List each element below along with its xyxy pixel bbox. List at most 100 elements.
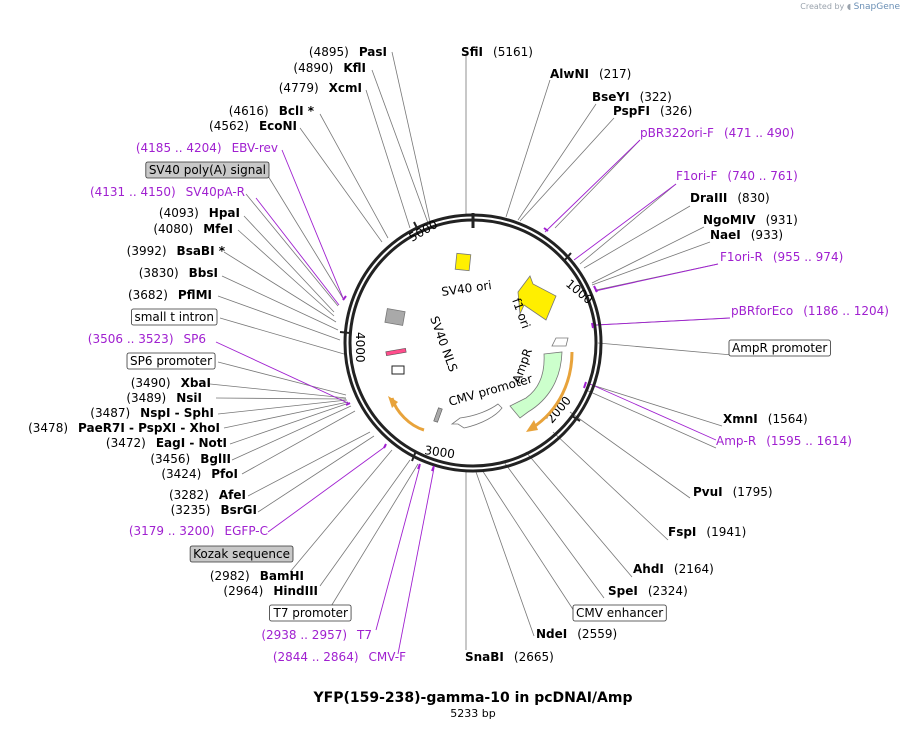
feature-box-small-t-intron bbox=[131, 308, 218, 326]
enzyme-pos-pspfi: (326) bbox=[660, 104, 692, 118]
primer-range-pbrforeco: (1186 .. 1204) bbox=[803, 304, 889, 318]
ampr-promoter-arrow bbox=[551, 337, 569, 347]
feature-small-t-intron: small t intron bbox=[134, 310, 214, 324]
enzyme-pflmi: PflMI bbox=[178, 288, 212, 302]
primer-range-f1ori-r: (955 .. 974) bbox=[773, 250, 843, 264]
credit-brand: SnapGene bbox=[853, 2, 900, 12]
enzyme-pos-ndei: (2559) bbox=[577, 627, 617, 641]
enzyme-bamhi: BamHI bbox=[260, 569, 304, 583]
enzyme-draiii: DraIII bbox=[690, 191, 727, 205]
enzyme-pos-bglii: (3456) bbox=[150, 452, 190, 466]
sv40-ori-block bbox=[454, 252, 472, 272]
enzyme-pos-afei: (3282) bbox=[169, 488, 209, 502]
enzyme-xmni: XmnI bbox=[723, 412, 758, 426]
enzyme-bsrgi: BsrGI bbox=[220, 503, 257, 517]
enzyme-pfoi: PfoI bbox=[211, 467, 238, 481]
enzyme-xcmi: XcmI bbox=[329, 81, 362, 95]
enzyme-xbai: XbaI bbox=[181, 376, 211, 390]
primer-f1ori-r: F1ori-R bbox=[720, 250, 763, 264]
feature-box-t7-promoter bbox=[269, 604, 352, 622]
enzyme-bglii: BglII bbox=[200, 452, 231, 466]
enzyme-hindiii: HindIII bbox=[273, 584, 318, 598]
feature-cmv-enhancer: CMV enhancer bbox=[576, 606, 663, 620]
enzyme-pos-nspi-sphi: (3487) bbox=[90, 406, 130, 420]
sv40-nls-block bbox=[385, 347, 407, 357]
primer-pbr322ori-f: pBR322ori-F bbox=[640, 126, 714, 140]
small-t-intron-block bbox=[391, 365, 405, 375]
enzyme-bseyi: BseYI bbox=[592, 90, 630, 104]
primer-range-ebv-rev: (4185 .. 4204) bbox=[136, 141, 222, 155]
enzyme-pspfi: PspFI bbox=[613, 104, 650, 118]
enzyme-pos-pvui: (1795) bbox=[733, 485, 773, 499]
tick-marks bbox=[339, 221, 581, 462]
enzyme-naei: NaeI bbox=[710, 228, 741, 242]
enzyme-paer7i-pspxi-xhoi: PaeR7I - PspXI - XhoI bbox=[78, 421, 220, 435]
enzyme-pos-snabi: (2665) bbox=[514, 650, 554, 664]
enzyme-pos-bsabi: (3992) bbox=[127, 244, 167, 258]
enzyme-ngomiv: NgoMIV bbox=[703, 213, 756, 227]
enzyme-pos-paer7i-pspxi-xhoi: (3478) bbox=[28, 421, 68, 435]
snapgene-logo-icon: ◖ bbox=[846, 2, 852, 11]
enzyme-pvui: PvuI bbox=[693, 485, 723, 499]
label-sv40-ori: SV40 ori bbox=[440, 278, 492, 299]
primer-range-t7: (2938 .. 2957) bbox=[261, 628, 347, 642]
primer-cmv-f: CMV-F bbox=[369, 650, 407, 664]
feature-sp6-promoter: SP6 promoter bbox=[130, 354, 212, 368]
primer-range-sv40pa-r: (4131 .. 4150) bbox=[90, 185, 176, 199]
feature-box-sp6-promoter bbox=[126, 352, 216, 370]
ampr-arrow bbox=[509, 351, 563, 419]
feature-box-cmv-enhancer bbox=[572, 604, 667, 622]
enzyme-ndei: NdeI bbox=[536, 627, 567, 641]
tick-label-4000: 4000 bbox=[353, 332, 367, 363]
map-subtitle: 5233 bp bbox=[450, 707, 495, 720]
feature-ampr-promoter: AmpR promoter bbox=[732, 341, 827, 355]
feature-t7-promoter: T7 promoter bbox=[273, 606, 349, 620]
enzyme-pos-xcmi: (4779) bbox=[279, 81, 319, 95]
enzyme-pos-draiii: (830) bbox=[737, 191, 769, 205]
enzyme-kfli: KflI bbox=[343, 61, 366, 75]
enzyme-bbsi: BbsI bbox=[189, 266, 218, 280]
enzyme-nspi-sphi: NspI - SphI bbox=[140, 406, 214, 420]
sv40-polya-block bbox=[384, 308, 406, 326]
primer-t7: T7 bbox=[356, 628, 372, 642]
credit-prefix: Created by bbox=[800, 2, 845, 11]
primer-amp-r: Amp-R bbox=[716, 434, 756, 448]
enzyme-pos-fspi: (1941) bbox=[706, 525, 746, 539]
enzyme-ahdi: AhdI bbox=[633, 562, 664, 576]
enzyme-pos-bamhi: (2982) bbox=[210, 569, 250, 583]
feature-kozak-sequence: Kozak sequence bbox=[193, 547, 290, 561]
feature-box-kozak-sequence bbox=[189, 545, 294, 563]
enzyme-spei: SpeI bbox=[608, 584, 638, 598]
enzyme-bcli: BclI * bbox=[279, 104, 315, 118]
enzyme-hpai: HpaI bbox=[209, 206, 240, 220]
enzyme-pos-kfli: (4890) bbox=[293, 61, 333, 75]
enzyme-pos-bbsi: (3830) bbox=[139, 266, 179, 280]
cmv-promoter-arrow bbox=[450, 403, 503, 429]
enzyme-pos-spei: (2324) bbox=[648, 584, 688, 598]
enzyme-afei: AfeI bbox=[219, 488, 246, 502]
feature-sv40-poly-a-signal: SV40 poly(A) signal bbox=[149, 163, 266, 177]
primer-leader-lines bbox=[215, 139, 731, 655]
label-sv40-nls: SV40 NLS bbox=[427, 314, 460, 373]
enzyme-pos-ngomiv: (931) bbox=[766, 213, 798, 227]
primer-range-pbr322ori-f: (471 .. 490) bbox=[724, 126, 794, 140]
primer-range-cmv-f: (2844 .. 2864) bbox=[273, 650, 359, 664]
enzyme-pos-xmni: (1564) bbox=[768, 412, 808, 426]
enzyme-pasi: PasI bbox=[359, 45, 387, 59]
enzyme-pos-pasi: (4895) bbox=[309, 45, 349, 59]
primer-sv40pa-r: SV40pA-R bbox=[186, 185, 245, 199]
enzyme-pos-hindiii: (2964) bbox=[223, 584, 263, 598]
enzyme-pos-sfii: (5161) bbox=[493, 45, 533, 59]
enzyme-pos-eagi-noti: (3472) bbox=[106, 436, 146, 450]
primer-f1ori-f: F1ori-F bbox=[676, 169, 717, 183]
enzyme-pos-bcli: (4616) bbox=[229, 104, 269, 118]
enzyme-sfii: SfiI bbox=[461, 45, 483, 59]
enzyme-pos-nsii: (3489) bbox=[126, 391, 166, 405]
ampr-orange-arrowhead bbox=[526, 420, 538, 432]
feature-box-ampr-promoter bbox=[728, 339, 831, 357]
enzyme-mfei: MfeI bbox=[203, 222, 233, 236]
enzyme-alwni: AlwNI bbox=[550, 67, 589, 81]
egfp-orange-arrowhead bbox=[388, 396, 398, 408]
enzyme-pos-hpai: (4093) bbox=[159, 206, 199, 220]
primer-range-f1ori-f: (740 .. 761) bbox=[727, 169, 797, 183]
